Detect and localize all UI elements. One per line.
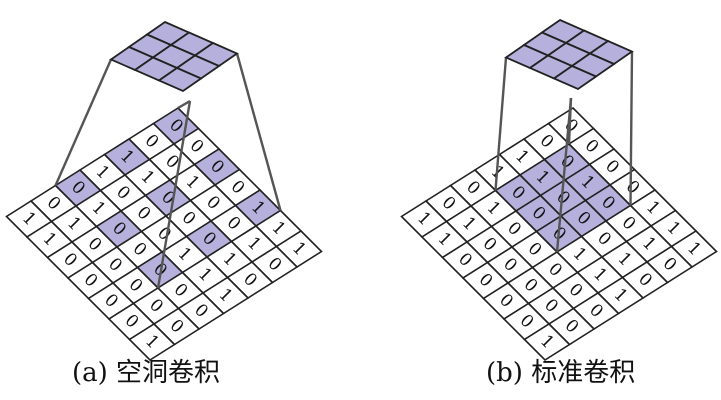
grid-cell — [128, 322, 176, 362]
projection-line — [567, 97, 573, 145]
projection-line — [54, 59, 113, 186]
kernel-cell — [157, 66, 203, 93]
projection-line — [629, 51, 634, 206]
caption-dilated: (a) 空洞卷积 — [72, 358, 221, 388]
kernel-cell — [552, 64, 598, 91]
caption-standard: (b) 标准卷积 — [486, 358, 636, 388]
projection-line — [494, 57, 508, 191]
grid-cell — [523, 322, 571, 362]
projection-line — [177, 99, 191, 110]
projection-line — [235, 53, 282, 211]
projection-line — [156, 100, 192, 289]
projection-line — [555, 97, 573, 253]
